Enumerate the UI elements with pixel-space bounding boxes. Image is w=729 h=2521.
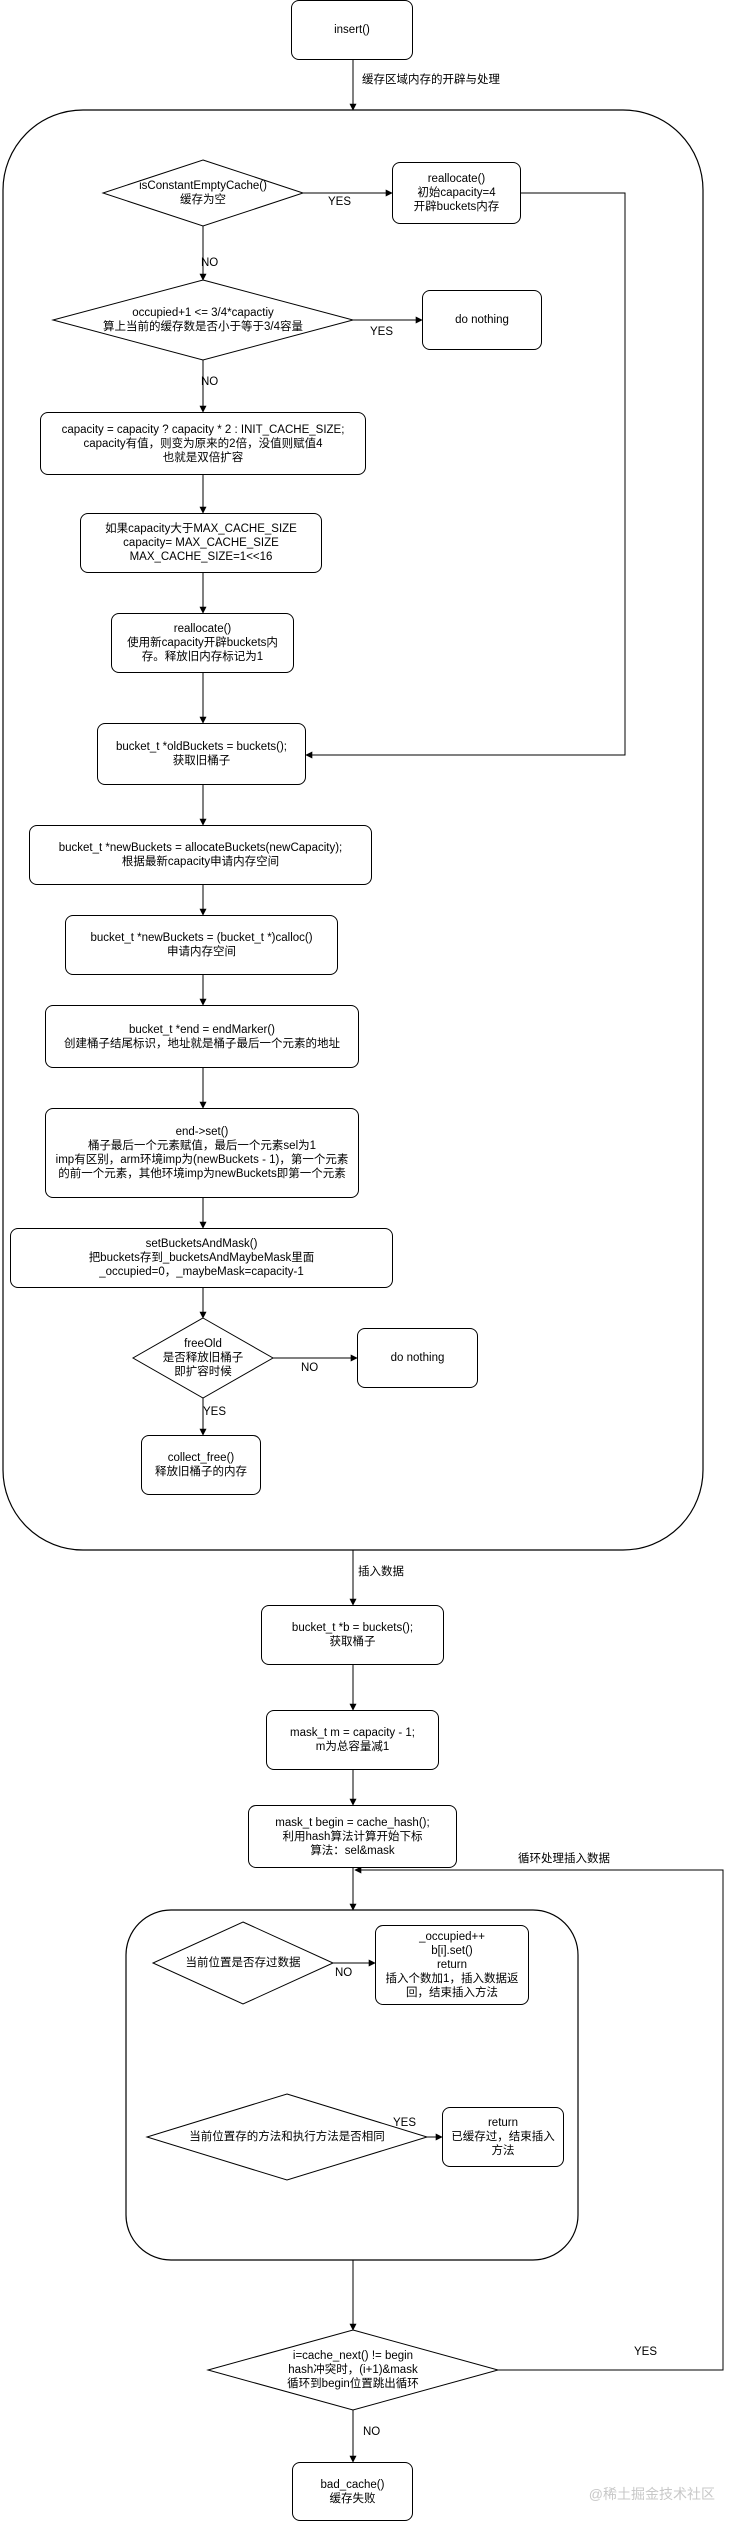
reallocate-init-node: reallocate() 初始capacity=4 开辟buckets内存	[392, 162, 521, 224]
label-memory-open: 缓存区域内存的开辟与处理	[362, 74, 500, 86]
end-set-node: end->set() 桶子最后一个元素赋值，最后一个元素sel为1 imp有区别…	[45, 1108, 359, 1198]
same-method-check-diamond	[145, 2093, 429, 2181]
label-yes-occupied: YES	[370, 326, 394, 338]
old-buckets-node: bucket_t *oldBuckets = buckets(); 获取旧桶子	[97, 723, 306, 785]
occupied-check-text: occupied+1 <= 3/4*capactiy 算上当前的缓存数是否小于等…	[103, 307, 303, 333]
reallocate-new-node: reallocate() 使用新capacity开辟buckets内存。释放旧内…	[111, 613, 294, 673]
do-nothing-node-2: do nothing	[357, 1328, 478, 1388]
label-no-occupied: NO	[201, 376, 219, 388]
same-method-check-text: 当前位置存的方法和执行方法是否相同	[189, 2131, 385, 2143]
label-no-empty: NO	[201, 257, 219, 269]
stored-check-diamond	[151, 1921, 335, 2005]
begin-hash-node: mask_t begin = cache_hash(); 利用hash算法计算开…	[248, 1805, 457, 1868]
free-old-text: freeOld 是否释放旧桶子 即扩容时候	[162, 1338, 244, 1378]
label-no-freeold: NO	[301, 1362, 319, 1374]
label-yes-empty: YES	[328, 196, 352, 208]
mask-node: mask_t m = capacity - 1; m为总容量减1	[266, 1710, 439, 1770]
label-yes-cachenext: YES	[634, 2346, 658, 2358]
label-yes-freeold: YES	[203, 1406, 227, 1418]
insert-node: insert()	[291, 0, 413, 60]
label-no-stored: NO	[335, 1967, 353, 1979]
label-yes-same-method: YES	[393, 2117, 417, 2129]
occupied-inc-node: _occupied++ b[i].set() return 插入个数加1，插入数…	[375, 1925, 529, 2005]
edge-init-to-oldbuckets	[305, 192, 626, 759]
cache-next-text: i=cache_next() != begin hash冲突时，(i+1)&ma…	[287, 2350, 419, 2390]
stored-check-text: 当前位置是否存过数据	[185, 1957, 301, 1969]
do-nothing-node-1: do nothing	[422, 290, 542, 350]
get-buckets-node: bucket_t *b = buckets(); 获取桶子	[261, 1605, 444, 1665]
set-buckets-mask-node: setBucketsAndMask() 把buckets存到_bucketsAn…	[10, 1228, 393, 1288]
is-constant-empty-text: isConstantEmptyCache() 缓存为空	[139, 180, 267, 206]
capacity-calc-node: capacity = capacity ? capacity * 2 : INI…	[40, 412, 366, 475]
max-cache-node: 如果capacity大于MAX_CACHE_SIZE capacity= MAX…	[80, 513, 322, 573]
label-insert-data: 插入数据	[358, 1566, 404, 1578]
label-loop-insert: 循环处理插入数据	[518, 1853, 610, 1865]
collect-free-node: collect_free() 释放旧桶子的内存	[141, 1435, 261, 1495]
bad-cache-node: bad_cache() 缓存失败	[292, 2462, 413, 2521]
end-marker-node: bucket_t *end = endMarker() 创建桶子结尾标识，地址就…	[45, 1005, 359, 1068]
new-buckets-node: bucket_t *newBuckets = allocateBuckets(n…	[29, 825, 372, 885]
edge-cachenext-yes-loop	[354, 1866, 724, 2371]
calloc-node: bucket_t *newBuckets = (bucket_t *)callo…	[65, 915, 338, 975]
label-no-cachenext: NO	[363, 2426, 381, 2438]
watermark: @稀土掘金技术社区	[588, 2486, 715, 2502]
return-cached-node: return 已缓存过，结束插入方法	[442, 2107, 564, 2167]
